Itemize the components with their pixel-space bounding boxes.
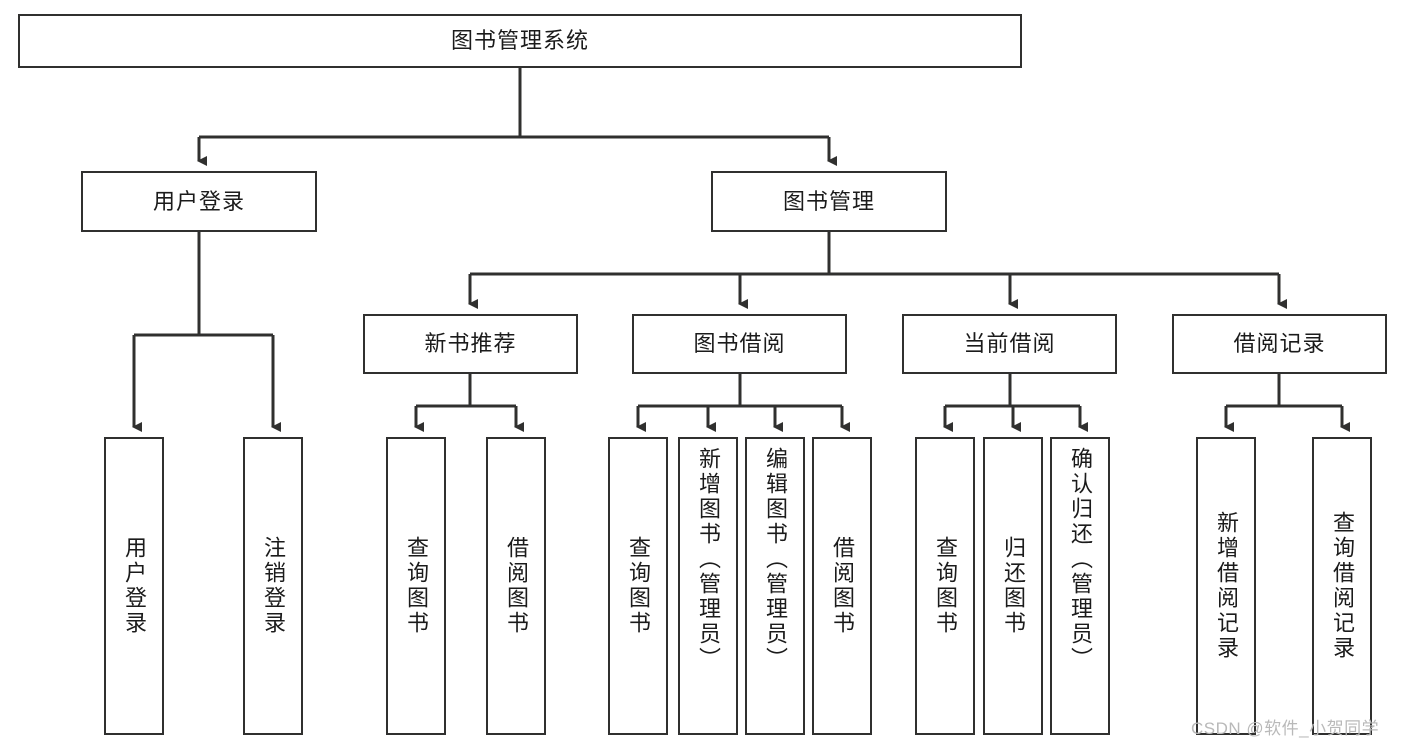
node-leaf-edit-book-admin[interactable]: 编辑图书（管理员） [745,437,805,735]
node-leaf-borrow-book-recommend[interactable]: 借阅图书 [486,437,546,735]
node-label: 图书借阅 [693,331,786,357]
node-label: 查询图书 [932,536,958,636]
node-label: 用户登录 [152,188,245,214]
node-book-management[interactable]: 图书管理 [711,171,947,232]
edge-group-current-borrow [943,374,1088,432]
node-leaf-query-borrow-record[interactable]: 查询借阅记录 [1312,437,1372,735]
node-label: 借阅记录 [1233,331,1326,357]
node-label: 查询借阅记录 [1329,511,1355,661]
node-label: 新增图书（管理员） [695,447,721,672]
edge-group-root [197,68,837,166]
node-leaf-query-book-recommend[interactable]: 查询图书 [386,437,446,735]
node-leaf-query-book-current[interactable]: 查询图书 [915,437,975,735]
node-label: 注销登录 [260,536,286,636]
edge-group-book-management [468,232,1287,309]
node-label: 图书管理 [782,188,875,214]
node-label: 借阅图书 [829,536,855,636]
edge-group-new-book-recommend [414,374,524,432]
edge-group-user-login [132,232,281,432]
edge-group-book-borrow [636,374,850,432]
node-book-borrow[interactable]: 图书借阅 [632,314,847,374]
node-leaf-query-book-borrow[interactable]: 查询图书 [608,437,668,735]
node-leaf-return-book[interactable]: 归还图书 [983,437,1043,735]
node-label: 归还图书 [1000,536,1026,636]
node-new-book-recommend[interactable]: 新书推荐 [363,314,578,374]
edge-group-borrow-record [1224,374,1350,432]
node-label: 当前借阅 [963,331,1056,357]
node-label: 确认归还（管理员） [1067,447,1093,672]
node-root-system[interactable]: 图书管理系统 [18,14,1022,68]
node-label: 查询图书 [625,536,651,636]
node-user-login[interactable]: 用户登录 [81,171,317,232]
node-leaf-add-book-admin[interactable]: 新增图书（管理员） [678,437,738,735]
node-label: 用户登录 [121,536,147,636]
node-label: 新增借阅记录 [1213,511,1239,661]
node-current-borrow[interactable]: 当前借阅 [902,314,1117,374]
node-leaf-add-borrow-record[interactable]: 新增借阅记录 [1196,437,1256,735]
node-label: 借阅图书 [503,536,529,636]
csdn-watermark: CSDN @软件_小贺同学 [1191,719,1380,738]
node-leaf-borrow-book[interactable]: 借阅图书 [812,437,872,735]
node-leaf-confirm-return-admin[interactable]: 确认归还（管理员） [1050,437,1110,735]
node-label: 查询图书 [403,536,429,636]
node-leaf-user-login[interactable]: 用户登录 [104,437,164,735]
node-label: 编辑图书（管理员） [762,447,788,672]
node-leaf-user-logout[interactable]: 注销登录 [243,437,303,735]
node-label: 图书管理系统 [450,28,589,54]
node-label: 新书推荐 [424,331,517,357]
node-borrow-record[interactable]: 借阅记录 [1172,314,1387,374]
